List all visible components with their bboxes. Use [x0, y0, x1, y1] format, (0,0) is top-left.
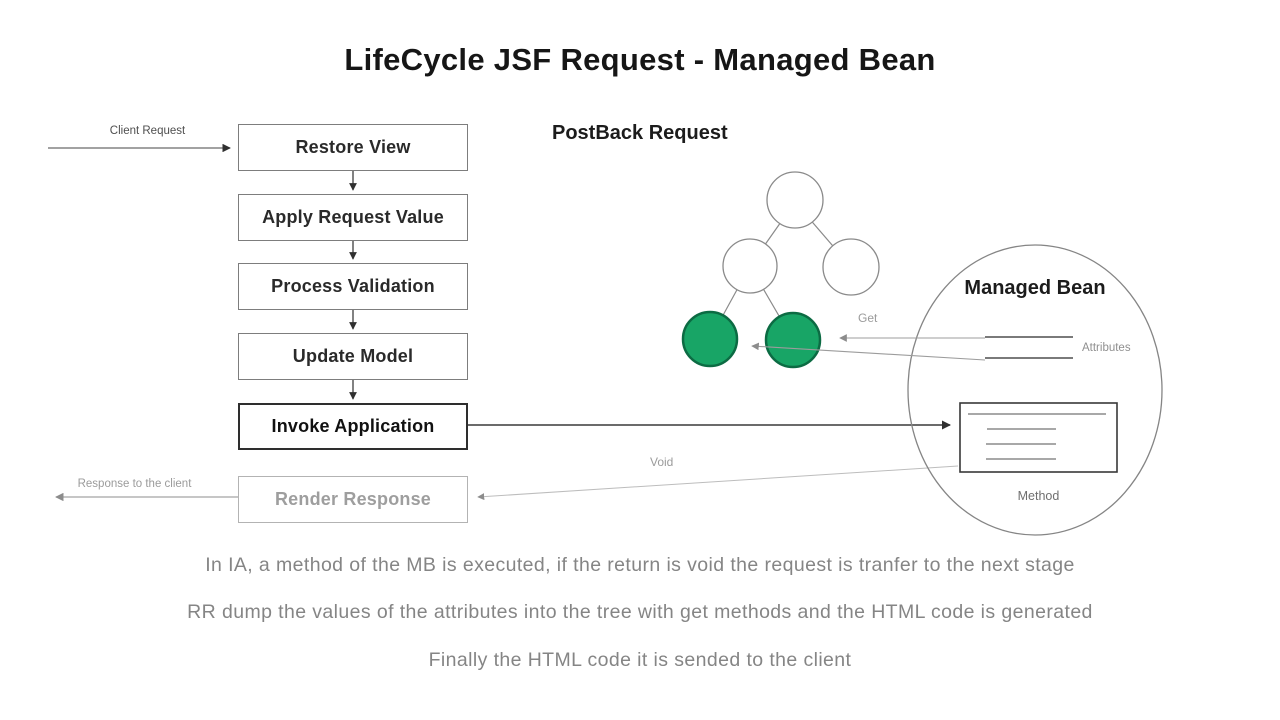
flow-step-label: Invoke Application — [271, 416, 435, 436]
attributes-label: Attributes — [1082, 342, 1131, 354]
tree-node-highlight-2 — [764, 311, 822, 369]
flow-step-render-response: Render Response — [238, 476, 468, 523]
void-return-arrow — [477, 465, 959, 501]
note-final: Finally the HTML code it is sended to th… — [428, 649, 852, 671]
void-arrow-label: Void — [650, 455, 674, 469]
response-to-client-label: Response to the client — [77, 478, 192, 490]
flow-step-label: Apply Request Value — [262, 207, 444, 227]
note-invoke-application: In IA, a method of the MB is executed, i… — [205, 554, 1075, 576]
flow-step-apply-request-value: Apply Request Value — [238, 194, 468, 241]
flow-step-invoke-application: Invoke Application — [238, 403, 468, 450]
page-title: LifeCycle JSF Request - Managed Bean — [344, 42, 936, 77]
note-render-response: RR dump the values of the attributes int… — [187, 601, 1093, 623]
method-label: Method — [1017, 489, 1060, 503]
flow-step-update-model: Update Model — [238, 333, 468, 380]
managed-bean-ellipse — [907, 244, 1163, 536]
tree-node-right — [822, 238, 880, 296]
flow-step-process-validation: Process Validation — [238, 263, 468, 310]
flow-step-label: Render Response — [274, 489, 432, 509]
get-arrow-2 — [751, 342, 986, 361]
postback-request-label: PostBack Request — [552, 122, 728, 144]
flow-step-restore-view: Restore View — [238, 124, 468, 171]
tree-node-root — [766, 171, 824, 229]
get-arrow-label: Get — [858, 311, 878, 325]
flow-step-label: Restore View — [295, 137, 411, 157]
managed-bean-title: Managed Bean — [964, 277, 1106, 299]
flow-step-label: Process Validation — [271, 276, 435, 296]
flow-step-label: Update Model — [292, 346, 414, 366]
tree-node-left — [722, 238, 778, 294]
tree-node-highlight-1 — [681, 310, 739, 368]
client-request-label: Client Request — [109, 125, 186, 137]
